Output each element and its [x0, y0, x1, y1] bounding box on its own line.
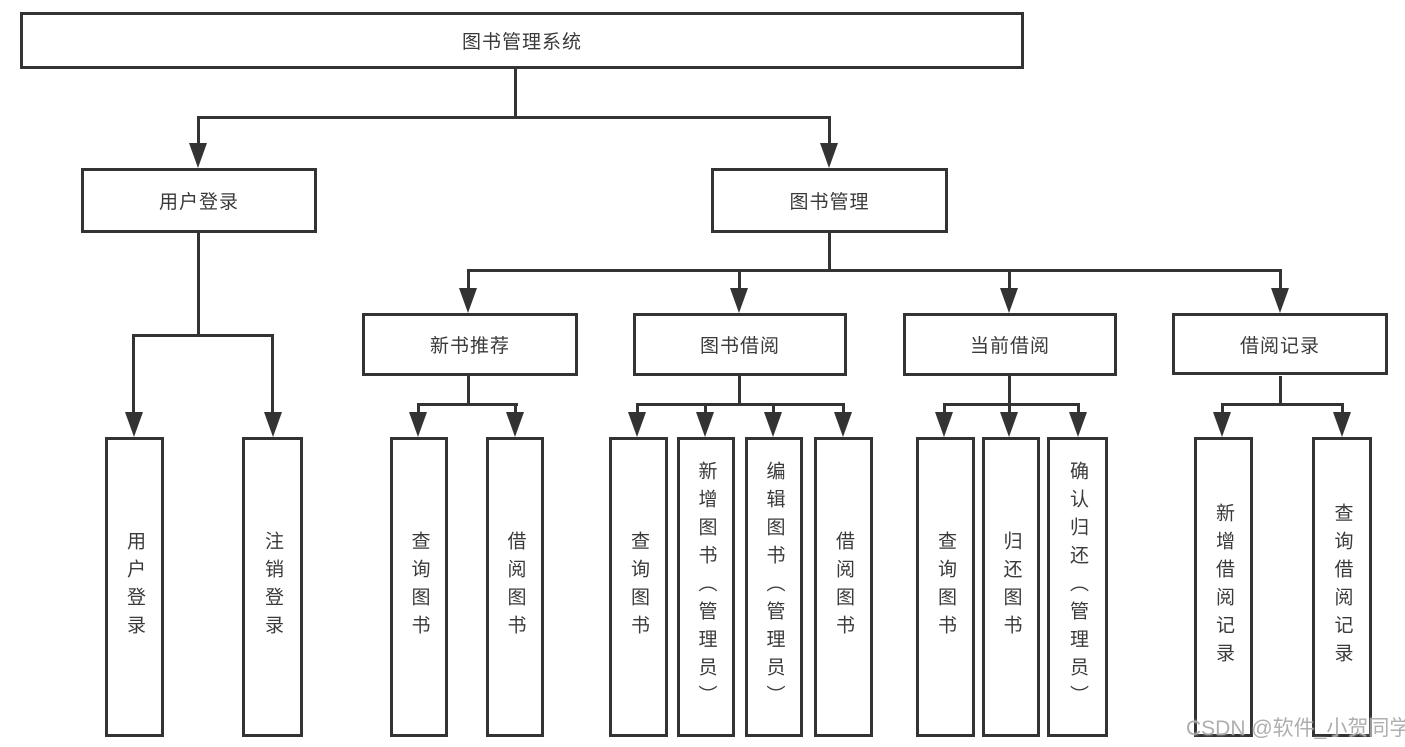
leaf-current-query-book-label: 查询图书 [935, 531, 956, 643]
connector-stub-borrow-add [704, 406, 707, 412]
connector-stub-new-book-recommend [467, 272, 470, 288]
node-root: 图书管理系统 [20, 12, 1024, 69]
arrow-down-borrow-add [696, 412, 714, 437]
arrow-down-current-query [935, 412, 953, 437]
arrow-down-record-query [1333, 412, 1351, 437]
node-book-management-label: 图书管理 [789, 192, 870, 213]
connector-stub-user-login [197, 119, 200, 144]
connector-book-borrow-down [738, 376, 741, 405]
leaf-record-add-label: 新增借阅记录 [1213, 503, 1234, 671]
leaf-borrow-add-book-label: 新增图书（管理员） [695, 461, 717, 713]
node-borrow-record-label: 借阅记录 [1239, 335, 1320, 357]
arrow-down-leaf-logout [264, 412, 282, 437]
leaf-current-query-book: 查询图书 [916, 437, 975, 737]
connector-stub-current-query [943, 406, 946, 412]
leaf-user-login-label: 用户登录 [124, 531, 145, 643]
connector-user-login-bus [132, 334, 274, 337]
leaf-recommend-query-book: 查询图书 [390, 437, 448, 737]
connector-root-down [514, 69, 517, 117]
arrow-down-book-management [820, 143, 838, 168]
leaf-record-query: 查询借阅记录 [1312, 437, 1372, 737]
leaf-current-confirm-return: 确认归还（管理员） [1047, 437, 1108, 737]
connector-stub-record-add [1221, 406, 1224, 412]
connector-stub-borrow-query [636, 406, 639, 412]
connector-borrow-record-down [1279, 376, 1282, 405]
leaf-borrow-edit-book: 编辑图书（管理员） [745, 437, 803, 737]
leaf-borrow-add-book: 新增图书（管理员） [677, 437, 735, 737]
node-user-login-label: 用户登录 [158, 192, 239, 213]
leaf-logout-label: 注销登录 [262, 531, 283, 643]
leaf-borrow-query-book: 查询图书 [609, 437, 668, 737]
node-borrow-record: 借阅记录 [1172, 313, 1388, 375]
arrow-down-borrow-query [628, 412, 646, 437]
leaf-current-return-book-label: 归还图书 [1000, 531, 1022, 643]
leaf-recommend-query-book-label: 查询图书 [408, 531, 430, 643]
node-user-login: 用户登录 [81, 168, 317, 233]
connector-borrow-record-bus [1221, 403, 1344, 406]
arrow-down-borrow-record [1271, 288, 1289, 313]
connector-stub-book-borrow [738, 272, 741, 288]
connector-level3-bus [467, 269, 1282, 272]
connector-level2-bus [197, 116, 831, 119]
leaf-user-login: 用户登录 [105, 437, 164, 737]
leaf-borrow-borrow-book-label: 借阅图书 [833, 531, 854, 643]
leaf-borrow-borrow-book: 借阅图书 [814, 437, 873, 737]
connector-stub-borrow-record [1279, 272, 1282, 288]
connector-book-borrow-bus [636, 403, 845, 406]
node-new-book-recommend: 新书推荐 [362, 313, 578, 376]
connector-current-borrow-down [1008, 376, 1011, 405]
node-book-borrow-label: 图书借阅 [699, 336, 780, 357]
arrow-down-record-add [1213, 412, 1231, 437]
connector-book-management-down [828, 233, 831, 271]
leaf-borrow-query-book-label: 查询图书 [628, 531, 649, 643]
arrow-down-borrow-edit [764, 412, 782, 437]
connector-stub-leaf-user-login [132, 337, 135, 413]
node-book-borrow: 图书借阅 [633, 313, 847, 376]
connector-new-book-recommend-bus [417, 403, 518, 406]
node-new-book-recommend-label: 新书推荐 [429, 336, 510, 357]
leaf-record-add: 新增借阅记录 [1194, 437, 1253, 737]
arrow-down-borrow-borrow [834, 412, 852, 437]
connector-stub-recommend-query [417, 406, 420, 412]
connector-stub-borrow-borrow [842, 406, 845, 412]
connector-stub-leaf-logout [271, 337, 274, 413]
node-root-label: 图书管理系统 [461, 32, 582, 53]
connector-stub-recommend-borrow [514, 406, 517, 412]
arrow-down-new-book-recommend [459, 288, 477, 313]
arrow-down-user-login [189, 143, 207, 168]
connector-current-borrow-bus [943, 403, 1080, 406]
arrow-down-current-borrow [1000, 288, 1018, 313]
leaf-logout: 注销登录 [242, 437, 303, 737]
connector-stub-current-confirm [1077, 406, 1080, 412]
arrow-down-book-borrow [730, 288, 748, 313]
leaf-recommend-borrow-book: 借阅图书 [486, 437, 544, 737]
arrow-down-recommend-query [409, 412, 427, 437]
leaf-current-confirm-return-label: 确认归还（管理员） [1067, 461, 1088, 713]
node-current-borrow-label: 当前借阅 [969, 336, 1050, 357]
arrow-down-current-confirm [1069, 412, 1087, 437]
connector-stub-borrow-edit [772, 406, 775, 412]
node-current-borrow: 当前借阅 [903, 313, 1117, 376]
connector-user-login-down [197, 233, 200, 336]
connector-stub-current-return [1008, 406, 1011, 412]
connector-stub-book-management [828, 119, 831, 144]
arrow-down-recommend-borrow [506, 412, 524, 437]
connector-new-book-recommend-down [467, 376, 470, 405]
connector-stub-current-borrow [1008, 272, 1011, 288]
csdn-watermark: CSDN @软件_小贺同学 [1186, 717, 1405, 740]
leaf-current-return-book: 归还图书 [982, 437, 1040, 737]
leaf-borrow-edit-book-label: 编辑图书（管理员） [763, 461, 785, 713]
arrow-down-current-return [1000, 412, 1018, 437]
leaf-record-query-label: 查询借阅记录 [1331, 503, 1353, 671]
connector-stub-record-query [1341, 406, 1344, 412]
node-book-management: 图书管理 [711, 168, 948, 233]
leaf-recommend-borrow-book-label: 借阅图书 [504, 531, 526, 643]
arrow-down-leaf-user-login [125, 412, 143, 437]
